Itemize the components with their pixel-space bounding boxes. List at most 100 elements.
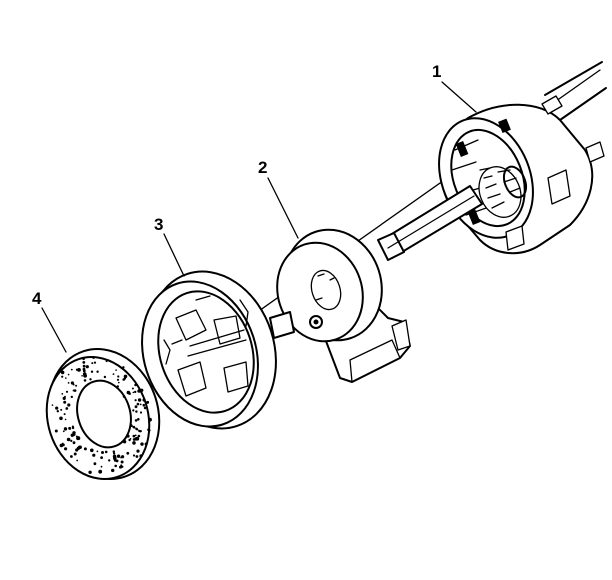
disc-speckle — [64, 418, 67, 421]
disc-speckle — [55, 406, 59, 410]
disc-speckle — [134, 419, 138, 422]
disc-speckle — [82, 357, 85, 361]
disc-speckle — [139, 411, 143, 414]
disc-speckle — [139, 403, 142, 406]
disc-speckle — [132, 441, 136, 445]
disc-speckle — [65, 390, 69, 393]
disc-speckle — [64, 395, 66, 398]
disc-speckle — [132, 409, 135, 412]
disc-speckle — [114, 464, 117, 468]
part-2-switch — [276, 228, 411, 383]
disc-speckle — [134, 434, 137, 437]
disc-speckle — [133, 426, 136, 429]
disc-speckle — [67, 373, 70, 376]
part-4-disc — [45, 348, 161, 480]
disc-speckle — [83, 379, 87, 382]
disc-speckle — [142, 403, 146, 407]
disc-speckle — [75, 384, 78, 387]
disc-speckle — [82, 367, 86, 371]
callout-3: 3 — [154, 215, 163, 234]
disc-speckle — [64, 447, 68, 451]
disc-speckle — [101, 451, 104, 454]
disc-speckle — [137, 418, 140, 421]
disc-speckle — [140, 442, 144, 446]
disc-speckle — [100, 465, 103, 468]
disc-speckle — [90, 370, 94, 373]
disc-speckle — [93, 361, 97, 364]
callout-1: 1 — [432, 62, 441, 81]
part-3-coil-housing — [141, 270, 295, 430]
disc-speckle — [126, 434, 130, 438]
disc-speckle — [139, 430, 141, 433]
disc-speckle — [65, 377, 67, 379]
disc-speckle — [67, 382, 70, 384]
disc-speckle — [70, 439, 73, 442]
disc-speckle — [105, 360, 108, 363]
disc-speckle — [122, 395, 125, 398]
disc-speckle — [72, 441, 76, 445]
part-1-column-housing — [377, 61, 607, 261]
disc-speckle — [134, 390, 137, 394]
disc-speckle — [81, 375, 83, 377]
disc-speckle — [76, 446, 81, 450]
disc-speckle — [66, 437, 71, 442]
disc-speckle — [61, 375, 64, 378]
callout-2: 2 — [258, 158, 267, 177]
disc-speckle — [112, 373, 115, 375]
disc-speckle — [132, 391, 135, 394]
disc-speckle — [91, 362, 94, 365]
disc-speckle — [139, 399, 142, 401]
disc-speckle — [61, 393, 64, 395]
disc-speckle — [71, 426, 75, 430]
disc-speckle — [103, 375, 107, 379]
disc-speckle — [76, 436, 81, 441]
disc-speckle — [60, 370, 65, 375]
disc-speckle — [115, 369, 117, 371]
disc-speckle — [121, 455, 125, 459]
disc-speckle — [123, 374, 128, 379]
disc-speckle — [98, 469, 103, 474]
disc-speckle — [67, 403, 71, 407]
disc-speckle — [63, 413, 66, 416]
disc-speckle — [136, 428, 139, 431]
disc-speckle — [60, 408, 63, 411]
disc-speckle — [51, 404, 54, 406]
disc-speckle — [142, 398, 146, 402]
disc-speckle — [111, 468, 115, 473]
disc-speckle — [136, 402, 140, 406]
disc-speckle — [82, 372, 87, 376]
disc-speckle — [148, 417, 152, 422]
callout-4: 4 — [32, 289, 42, 308]
disc-speckle — [63, 427, 67, 430]
disc-speckle — [54, 429, 58, 433]
disc-speckle — [116, 385, 120, 388]
disc-speckle — [116, 378, 120, 381]
disc-speckle — [70, 455, 73, 458]
disc-speckle — [93, 462, 97, 466]
disc-speckle — [132, 434, 136, 438]
disc-speckle — [104, 450, 108, 454]
disc-speckle — [126, 390, 131, 395]
disc-speckle — [137, 434, 141, 438]
disc-speckle — [134, 399, 137, 402]
disc-speckle — [127, 405, 130, 408]
disc-speckle — [134, 405, 138, 409]
disc-speckle — [139, 454, 143, 458]
disc-speckle — [146, 400, 150, 404]
disc-speckle — [73, 389, 77, 392]
disc-speckle — [132, 454, 136, 457]
disc-speckle — [128, 438, 131, 442]
disc-speckle — [96, 450, 99, 453]
disc-speckle — [117, 455, 121, 458]
disc-speckle — [70, 368, 73, 371]
disc-speckle — [130, 425, 133, 427]
disc-speckle — [112, 452, 116, 455]
disc-speckle — [77, 368, 81, 372]
disc-speckle — [135, 410, 138, 413]
disc-speckle — [90, 448, 94, 453]
disc-speckle — [113, 456, 117, 461]
disc-speckle — [89, 378, 92, 381]
disc-speckle — [122, 366, 125, 369]
disc-speckle — [117, 375, 120, 378]
